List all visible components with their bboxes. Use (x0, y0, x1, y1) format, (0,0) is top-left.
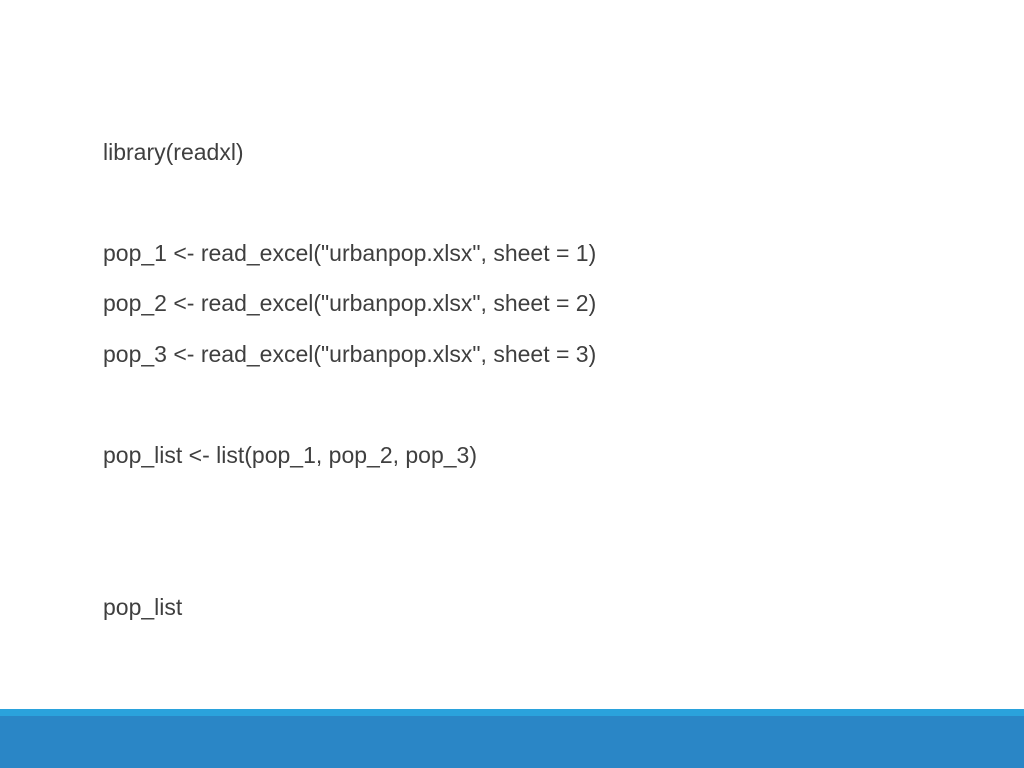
code-line-library: library(readxl) (103, 139, 244, 165)
code-line-pop-1: pop_1 <- read_excel("urbanpop.xlsx", she… (103, 240, 597, 266)
footer-accent-stripe (0, 709, 1024, 716)
code-line-pop-list-assign: pop_list <- list(pop_1, pop_2, pop_3) (103, 442, 478, 468)
footer-bar (0, 716, 1024, 768)
code-line-pop-2: pop_2 <- read_excel("urbanpop.xlsx", she… (103, 290, 597, 316)
code-line-pop-list: pop_list (103, 594, 183, 620)
code-line-pop-3: pop_3 <- read_excel("urbanpop.xlsx", she… (103, 341, 597, 367)
